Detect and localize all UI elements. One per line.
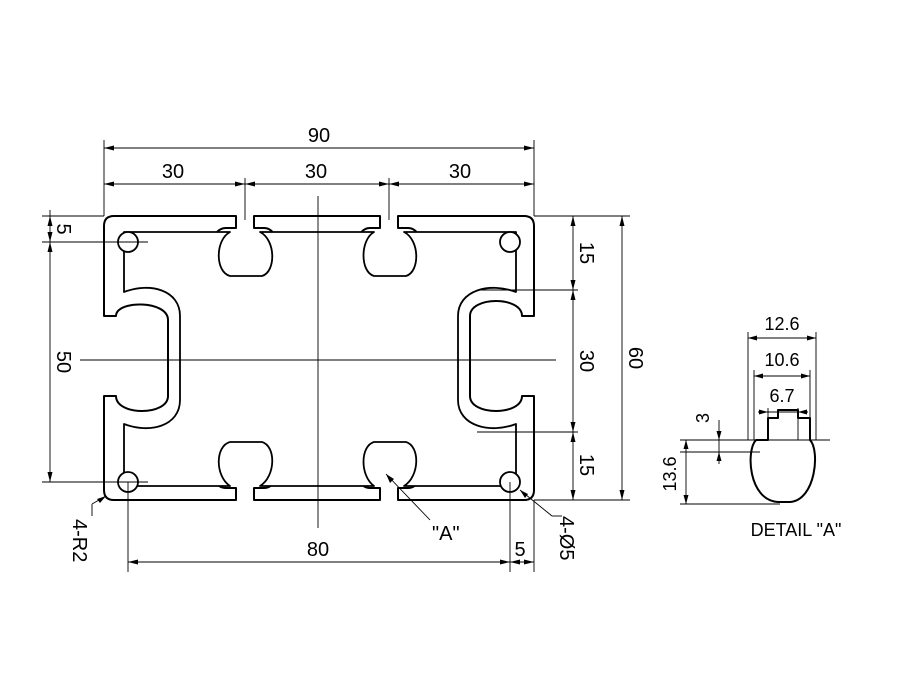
detail-width-inner: 6.7 [769,386,794,406]
detail-width-mid: 10.6 [764,350,799,370]
bottom-dimensions: 80 5 [128,500,535,572]
dim-segment-right: 30 [449,161,471,183]
dim-overall-width: 90 [308,125,330,147]
dim-right-mid: 30 [575,350,597,372]
dim-left-height: 50 [52,351,74,373]
dim-right-bottom: 15 [575,454,597,476]
dim-overall-height: 60 [624,347,646,369]
right-dimensions: 15 30 15 60 [534,215,646,501]
hole-top-right [499,231,521,253]
dim-right-top: 15 [575,242,597,264]
centre-lines [42,196,578,572]
corner-holes [117,231,521,493]
detail-width-outer: 12.6 [764,314,799,334]
callout-radius: 4-R2 [68,519,90,562]
callout-hole: 4-Ø5 [555,516,577,560]
dim-bottom-edge: 5 [514,539,525,561]
callout-detail-ref: "A" [432,523,460,545]
dim-segment-mid: 30 [305,161,327,183]
profile-inner-walls [123,231,517,487]
detail-a: 12.6 10.6 6.7 3 13.6 DETAIL "A" [660,314,841,540]
detail-title: DETAIL "A" [751,520,842,540]
detail-depth-small: 3 [693,413,713,423]
dim-top-offset: 5 [52,223,74,234]
detail-depth-total: 13.6 [660,456,680,491]
left-dimensions: 5 50 [42,210,104,482]
callouts: 4-R2 4-Ø5 "A" [68,473,577,562]
top-dimensions: 90 30 30 30 [103,125,535,220]
dim-segment-left: 30 [162,161,184,183]
dim-bottom-span: 80 [307,539,329,561]
